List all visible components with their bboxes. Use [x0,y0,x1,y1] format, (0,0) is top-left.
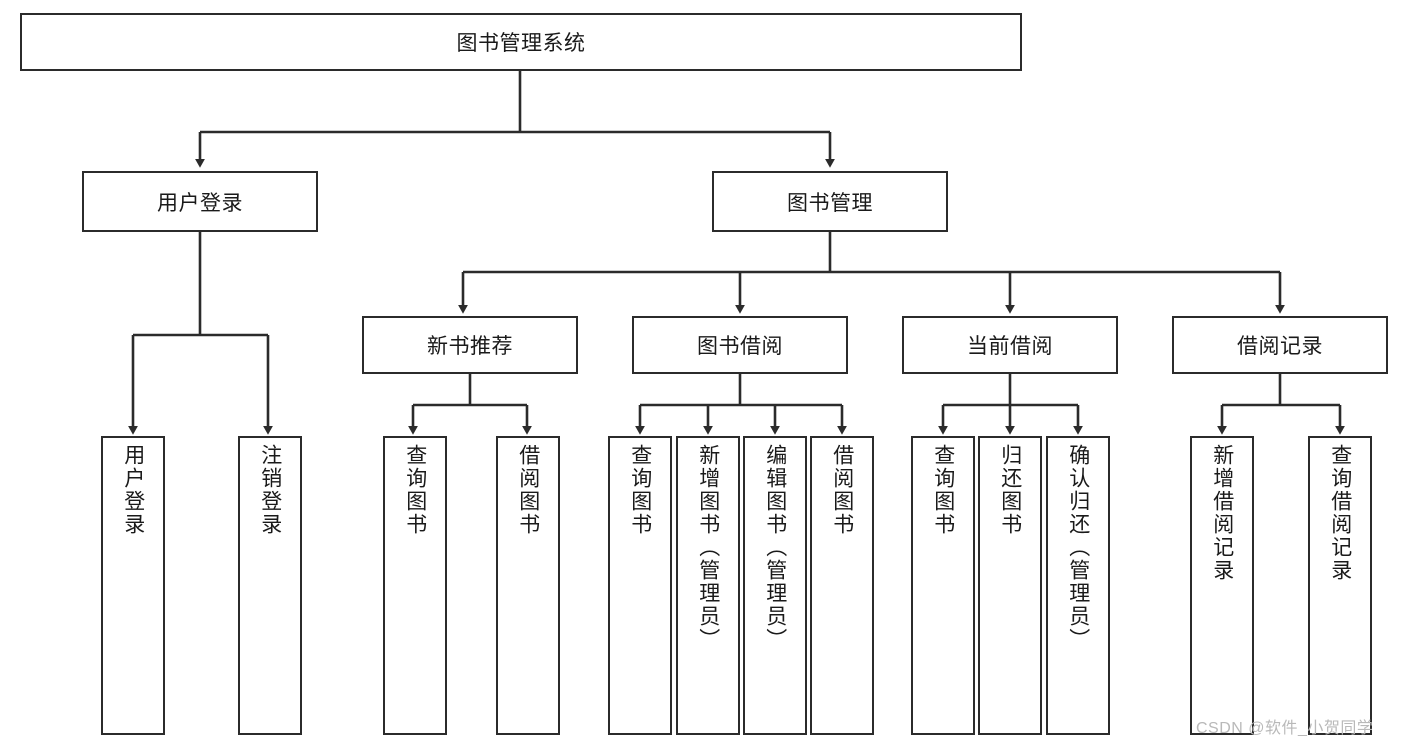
node-label: 确认归还（管理员） [1066,444,1090,651]
node-label: 图书管理系统 [456,32,586,55]
leaf-book-borrow-borrow-book[interactable]: 借阅图书 [810,436,874,735]
node-label: 新增图书（管理员） [696,444,720,651]
node-label: 借阅记录 [1237,335,1323,358]
node-label: 新增借阅记录 [1210,444,1234,582]
leaf-new-book-query-book[interactable]: 查询图书 [383,436,447,735]
node-label: 当前借阅 [967,335,1053,358]
node-label: 查询图书 [403,444,427,536]
leaf-book-borrow-query-book[interactable]: 查询图书 [608,436,672,735]
leaf-borrow-record-query-record[interactable]: 查询借阅记录 [1308,436,1372,735]
leaf-current-borrow-query-book[interactable]: 查询图书 [911,436,975,735]
node-label: 归还图书 [998,444,1022,536]
leaf-new-book-borrow-book[interactable]: 借阅图书 [496,436,560,735]
node-borrow-record[interactable]: 借阅记录 [1172,316,1388,374]
leaf-book-borrow-edit-book-admin[interactable]: 编辑图书（管理员） [743,436,807,735]
leaf-user-login-login[interactable]: 用户登录 [101,436,165,735]
node-label: 查询图书 [931,444,955,536]
node-book-borrow[interactable]: 图书借阅 [632,316,848,374]
node-label: 借阅图书 [830,444,854,536]
node-user-login[interactable]: 用户登录 [82,171,318,232]
leaf-current-borrow-return-book[interactable]: 归还图书 [978,436,1042,735]
node-label: 图书借阅 [697,335,783,358]
leaf-borrow-record-add-record[interactable]: 新增借阅记录 [1190,436,1254,735]
leaf-current-borrow-confirm-return-admin[interactable]: 确认归还（管理员） [1046,436,1110,735]
leaf-user-login-logout[interactable]: 注销登录 [238,436,302,735]
node-current-borrow[interactable]: 当前借阅 [902,316,1118,374]
node-book-management[interactable]: 图书管理 [712,171,948,232]
node-label: 查询图书 [628,444,652,536]
node-label: 编辑图书（管理员） [763,444,787,651]
node-label: 图书管理 [787,191,873,215]
node-label: 注销登录 [258,444,282,536]
node-label: 借阅图书 [516,444,540,536]
leaf-book-borrow-add-book-admin[interactable]: 新增图书（管理员） [676,436,740,735]
node-label: 新书推荐 [427,335,513,358]
node-label: 查询借阅记录 [1328,444,1352,582]
node-label: 用户登录 [121,444,145,536]
node-root-book-management-system[interactable]: 图书管理系统 [20,13,1022,71]
node-new-book-recommend[interactable]: 新书推荐 [362,316,578,374]
node-label: 用户登录 [157,191,243,215]
